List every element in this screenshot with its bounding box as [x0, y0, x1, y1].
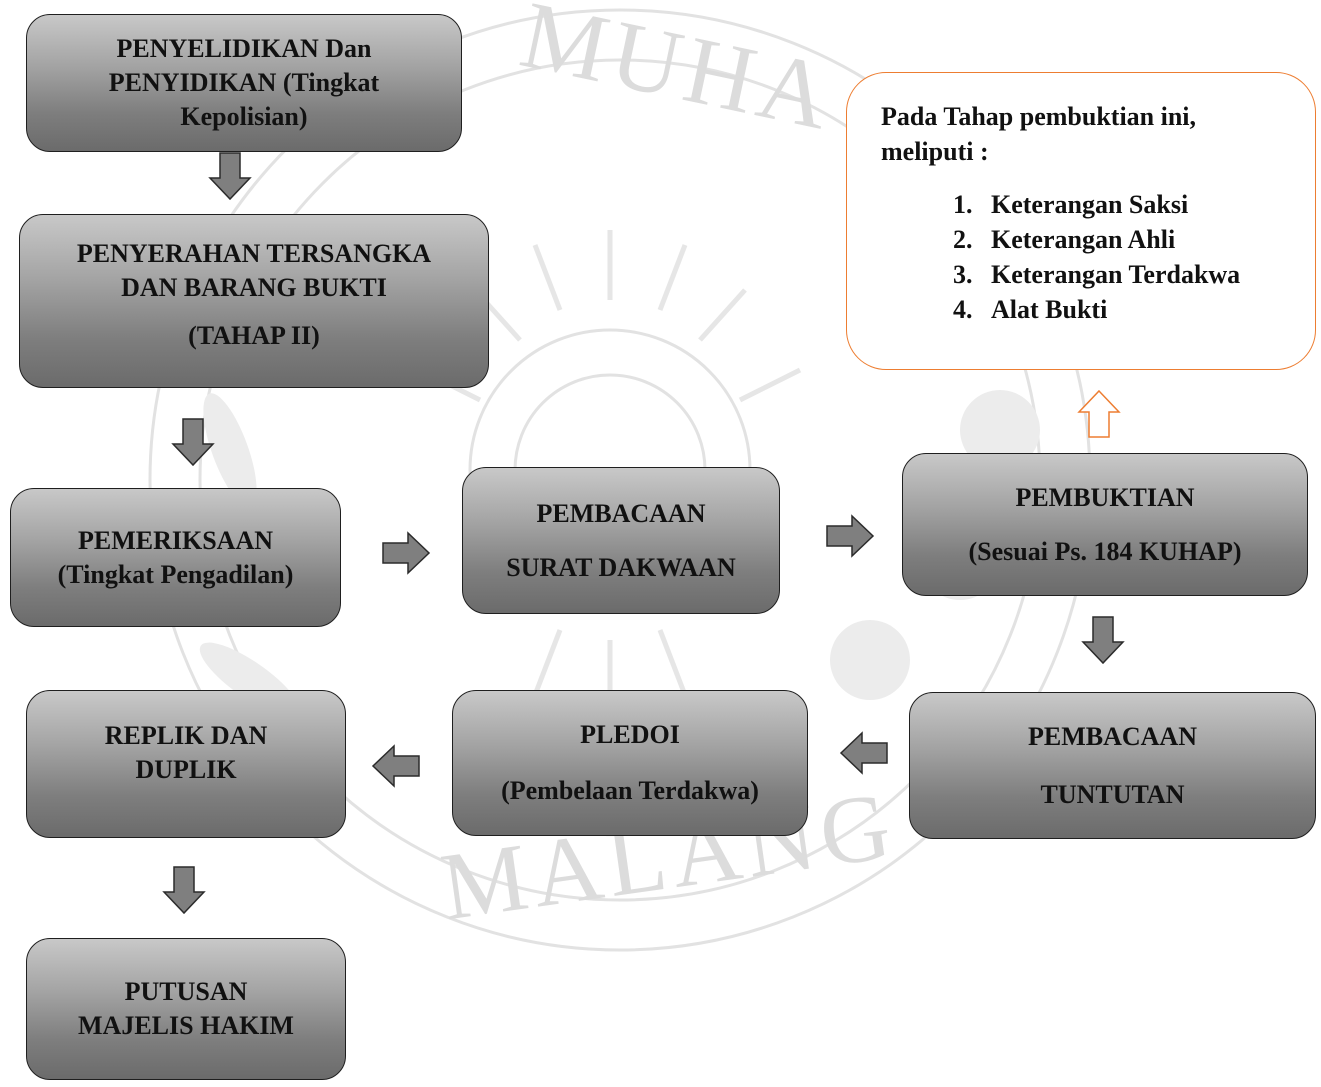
- step-pembacaan-tuntutan-line-2: TUNTUTAN: [1040, 779, 1185, 809]
- arrow-right-icon: [382, 531, 431, 575]
- step-putusan: PUTUSAN MAJELIS HAKIM: [26, 938, 346, 1080]
- step-pembuktian-line-1: PEMBUKTIAN: [1015, 482, 1195, 512]
- arrow-left-icon: [839, 731, 888, 775]
- step-replik-line-1: REPLIK DAN: [104, 721, 268, 750]
- step-pembacaan-surat-line-2: SURAT DAKWAAN: [506, 552, 736, 582]
- step-pledoi-line-2: (Pembelaan Terdakwa): [501, 776, 759, 805]
- arrow-down-icon: [171, 418, 215, 467]
- note-item: Keterangan Terdakwa: [979, 257, 1315, 292]
- step-replik-duplik: REPLIK DAN DUPLIK: [26, 690, 346, 838]
- step-pledoi: PLEDOI (Pembelaan Terdakwa): [452, 690, 808, 836]
- step-penyelidikan-line-1: PENYELIDIKAN Dan: [116, 34, 372, 63]
- step-penyelidikan-line-3: Kepolisian): [180, 102, 308, 131]
- step-putusan-line-2: MAJELIS HAKIM: [78, 1011, 294, 1040]
- step-pledoi-line-1: PLEDOI: [580, 720, 680, 749]
- step-pembacaan-surat-line-1: PEMBACAAN: [536, 498, 706, 528]
- arrow-up-outline-icon: [1077, 389, 1121, 438]
- note-list: Keterangan Saksi Keterangan Ahli Keteran…: [881, 187, 1315, 327]
- step-pembuktian-line-2: (Sesuai Ps. 184 KUHAP): [968, 536, 1242, 566]
- note-item: Keterangan Ahli: [979, 222, 1315, 257]
- step-putusan-line-1: PUTUSAN: [124, 977, 248, 1006]
- step-pemeriksaan-line-1: PEMERIKSAAN: [77, 525, 273, 555]
- step-pembacaan-tuntutan-line-1: PEMBACAAN: [1028, 721, 1197, 751]
- pembuktian-note: Pada Tahap pembuktian ini, meliputi : Ke…: [846, 72, 1316, 370]
- note-item: Alat Bukti: [979, 292, 1315, 327]
- arrow-down-icon: [162, 866, 206, 915]
- note-item: Keterangan Saksi: [979, 187, 1315, 222]
- step-penyelidikan: PENYELIDIKAN Dan PENYIDIKAN (Tingkat Kep…: [26, 14, 462, 152]
- note-heading-line-1: Pada Tahap pembuktian ini,: [881, 102, 1197, 131]
- step-pembuktian: PEMBUKTIAN (Sesuai Ps. 184 KUHAP): [902, 453, 1308, 596]
- step-penyerahan-line-3: (TAHAP II): [188, 321, 320, 350]
- watermark-top-text: MUHA: [512, 0, 845, 151]
- step-penyerahan-line-2: DAN BARANG BUKTI: [121, 273, 387, 302]
- arrow-right-icon: [826, 514, 875, 558]
- step-pembacaan-surat-dakwaan: PEMBACAAN SURAT DAKWAAN: [462, 467, 780, 614]
- step-pembacaan-tuntutan: PEMBACAAN TUNTUTAN: [909, 692, 1316, 839]
- step-penyerahan-line-1: PENYERAHAN TERSANGKA: [76, 239, 432, 268]
- arrow-down-icon: [208, 152, 252, 201]
- arrow-down-icon: [1081, 616, 1125, 665]
- step-replik-line-2: DUPLIK: [135, 755, 237, 784]
- step-penyelidikan-line-2: PENYIDIKAN (Tingkat: [108, 68, 380, 97]
- note-heading-line-2: meliputi :: [881, 137, 989, 166]
- step-pemeriksaan: PEMERIKSAAN (Tingkat Pengadilan): [10, 488, 341, 627]
- arrow-left-icon: [371, 744, 420, 788]
- step-penyerahan: PENYERAHAN TERSANGKA DAN BARANG BUKTI (T…: [19, 214, 489, 388]
- step-pemeriksaan-line-2: (Tingkat Pengadilan): [57, 559, 294, 589]
